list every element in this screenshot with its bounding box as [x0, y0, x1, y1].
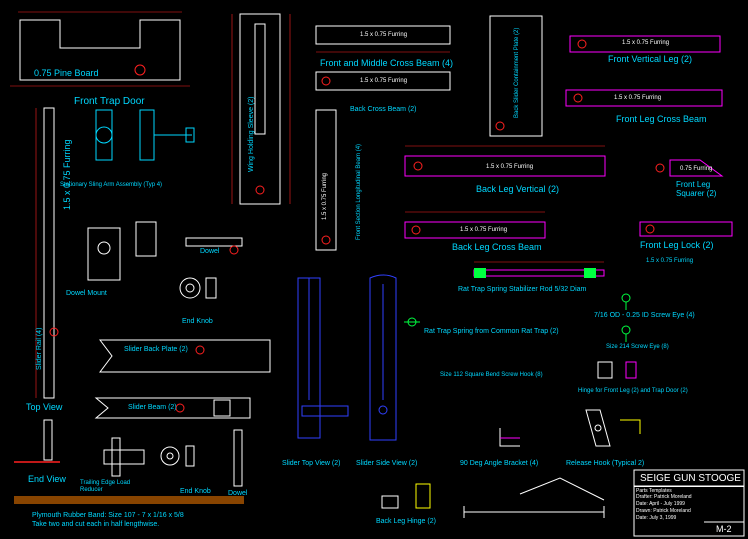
end-view-label: End View: [28, 474, 66, 484]
slider-beam-part: [94, 397, 251, 419]
rat-trap-rod-label: Rat Trap Spring Stabilizer Rod 5/32 Diam: [458, 286, 587, 293]
rubber-band-part: [463, 477, 605, 518]
square-bend-hook-label: Size 112 Square Bend Screw Hook (8): [440, 372, 543, 378]
back-slider-containment-plate-part: [489, 15, 543, 137]
end-knob-part: [179, 277, 217, 299]
slider-side-view-label: Slider Side View (2): [356, 460, 418, 467]
front-vertical-leg-furring: 1.5 x 0.75 Furring: [622, 40, 670, 46]
front-middle-cross-beam-label: Front and Middle Cross Beam (4): [320, 58, 454, 68]
end-knob-label: End Knob: [182, 318, 213, 325]
front-section-furring: 1.5 x 0.75 Furring: [322, 172, 328, 220]
dowel-2-label: Dowel: [228, 490, 248, 497]
pine-board-label: 0.75 Pine Board: [34, 68, 99, 78]
title-block-row: Drafter: Patrick Moreland: [636, 494, 692, 500]
front-section-longitudinal-label: Front Section Longitudinal Beam (4): [356, 143, 362, 240]
angle-bracket-label: 90 Deg Angle Bracket (4): [460, 460, 539, 467]
front-leg-cross-beam-furring: 1.5 x 0.75 Furring: [614, 95, 662, 101]
front-leg-lock-label: Front Leg Lock (2): [640, 240, 714, 250]
front-leg-squarer-furring: 0.75 Furring: [680, 166, 713, 172]
front-trap-door-part: [10, 11, 190, 87]
sling-arm-assembly-part: [95, 109, 195, 161]
rubber-band-label-line2: Take two and cut each in half lengthwise…: [32, 521, 160, 528]
release-hook-part: [585, 409, 641, 447]
rat-trap-rod-part: [473, 261, 605, 278]
end-knob-2-label: End Knob: [180, 488, 211, 495]
hinge-front-leg-label: Hinge for Front Leg (2) and Trap Door (2…: [578, 388, 688, 394]
back-leg-vertical-part: [404, 145, 606, 177]
wing-holding-sleeve-label: Wing Holding Sleeve (2): [248, 96, 255, 172]
wing-holding-sleeve-part: [231, 13, 291, 205]
front-vertical-leg-part: [569, 35, 721, 53]
rat-trap-spring-part: [404, 317, 420, 327]
back-leg-hinge-label: Back Leg Hinge (2): [376, 518, 436, 525]
dowel-2-part: [233, 429, 243, 487]
hinge-part: [597, 361, 637, 379]
screw-eye-714-label: 7/16 OD - 0.25 ID Screw Eye (4): [594, 312, 695, 319]
title-block-sheet-number: M-2: [716, 524, 732, 534]
screw-eye-part: [621, 293, 631, 342]
front-trap-door-label: Front Trap Door: [74, 96, 145, 107]
dowel-label: Dowel: [200, 248, 220, 255]
dowel-mount-label: Dowel Mount: [66, 290, 107, 297]
front-leg-lock-furring: 1.5 x 0.75 Furring: [646, 258, 694, 264]
front-leg-cross-beam-part: [565, 89, 723, 107]
rubber-band-label-line1: Plymouth Rubber Band: Size 107 - 7 x 1/1…: [32, 512, 184, 519]
slider-back-plate-part: [99, 339, 271, 373]
slider-rail-part: [35, 107, 59, 399]
dowel-mount-part: [87, 221, 157, 281]
back-cross-beam-furring: 1.5 x 0.75 Furring: [360, 78, 408, 84]
back-cross-beam-part: [315, 71, 451, 91]
title-block-title: SEIGE GUN STOOGE: [640, 473, 741, 484]
slider-rail-label: Slider Rail (4): [36, 327, 43, 370]
front-middle-cross-beam-part: [315, 25, 451, 53]
back-leg-cross-beam-label: Back Leg Cross Beam: [452, 242, 542, 252]
front-leg-squarer-part: [655, 159, 724, 177]
slider-beam-label: Slider Beam (2): [128, 404, 177, 411]
title-block-row: Parts Templates: [634, 486, 744, 496]
title-block-row: Date: July 3, 1999: [636, 515, 677, 521]
slider-top-view-part: [297, 277, 349, 439]
slider-top-view-label: Slider Top View (2): [282, 460, 341, 467]
front-leg-cross-beam-label: Front Leg Cross Beam: [616, 114, 707, 124]
end-view-part: [14, 419, 60, 463]
top-view-label: Top View: [26, 402, 63, 412]
back-leg-cross-beam-furring: 1.5 x 0.75 Furring: [460, 227, 508, 233]
slider-back-plate-label: Slider Back Plate (2): [124, 346, 188, 353]
rat-trap-spring-label: Rat Trap Spring from Common Rat Trap (2): [424, 328, 559, 335]
front-middle-cross-beam-furring: 1.5 x 0.75 Furring: [360, 32, 408, 38]
angle-bracket-part: [499, 428, 520, 447]
back-leg-cross-beam-part: [404, 211, 546, 239]
back-leg-vertical-furring: 1.5 x 0.75 Furring: [486, 164, 534, 170]
furring-left-label: 1.5 x 0.75 Furring: [62, 139, 72, 210]
title-block-row: Drawn: Patrick Moreland: [636, 508, 691, 514]
slider-side-view-part: [369, 274, 397, 441]
front-leg-lock-part: [639, 221, 733, 237]
dowel-part: [185, 237, 243, 255]
release-hook-label: Release Hook (Typical 2): [566, 460, 645, 467]
trailing-edge-reducer-part: [103, 437, 145, 477]
screw-eye-214-label: Size 214 Screw Eye (8): [606, 344, 669, 350]
back-slider-containment-label: Back Slider Containment Plate (2): [514, 27, 520, 118]
title-block-row: Date: April - July 1999: [636, 501, 685, 507]
end-knob-2-part: [160, 445, 195, 467]
trailing-edge-label: Trailing Edge Load Reducer: [80, 480, 131, 493]
sling-arm-label: Stationary Sling Arm Assembly (Typ 4): [60, 182, 163, 188]
front-leg-squarer-label: Front Leg Squarer (2): [676, 180, 717, 198]
back-leg-hinge-part: [381, 483, 431, 509]
back-cross-beam-label: Back Cross Beam (2): [350, 106, 417, 113]
back-leg-vertical-label: Back Leg Vertical (2): [476, 184, 560, 194]
front-vertical-leg-label: Front Vertical Leg (2): [608, 54, 693, 64]
rubber-band-strip: [14, 496, 244, 504]
front-section-longitudinal-beam-part: [315, 109, 337, 251]
